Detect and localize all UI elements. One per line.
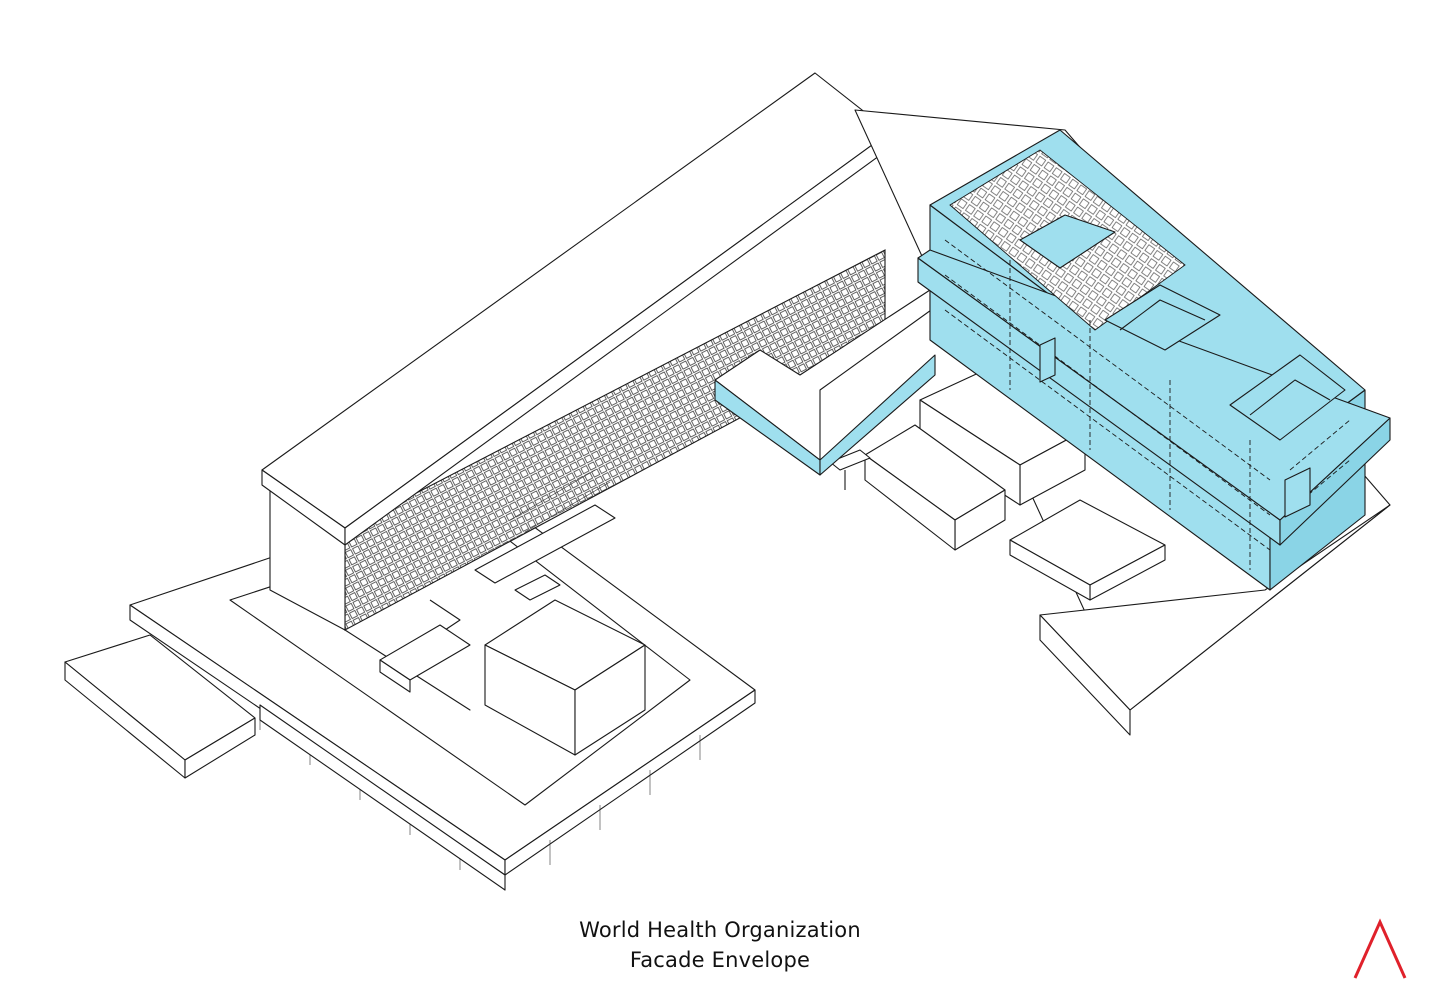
highlighted-main-volume [917,129,1391,591]
diagram-subtitle: Facade Envelope [629,948,811,972]
left-wing-slab [64,634,256,779]
diagram-title: World Health Organization [579,918,861,942]
main-slab-tower [261,72,891,711]
connector-link [474,469,616,584]
central-block [379,574,646,756]
highlighted-low-wing [714,289,946,476]
existing-building-complex [64,72,891,891]
new-building-complex [714,109,1391,736]
chevron-a-logo-icon [1353,918,1407,979]
